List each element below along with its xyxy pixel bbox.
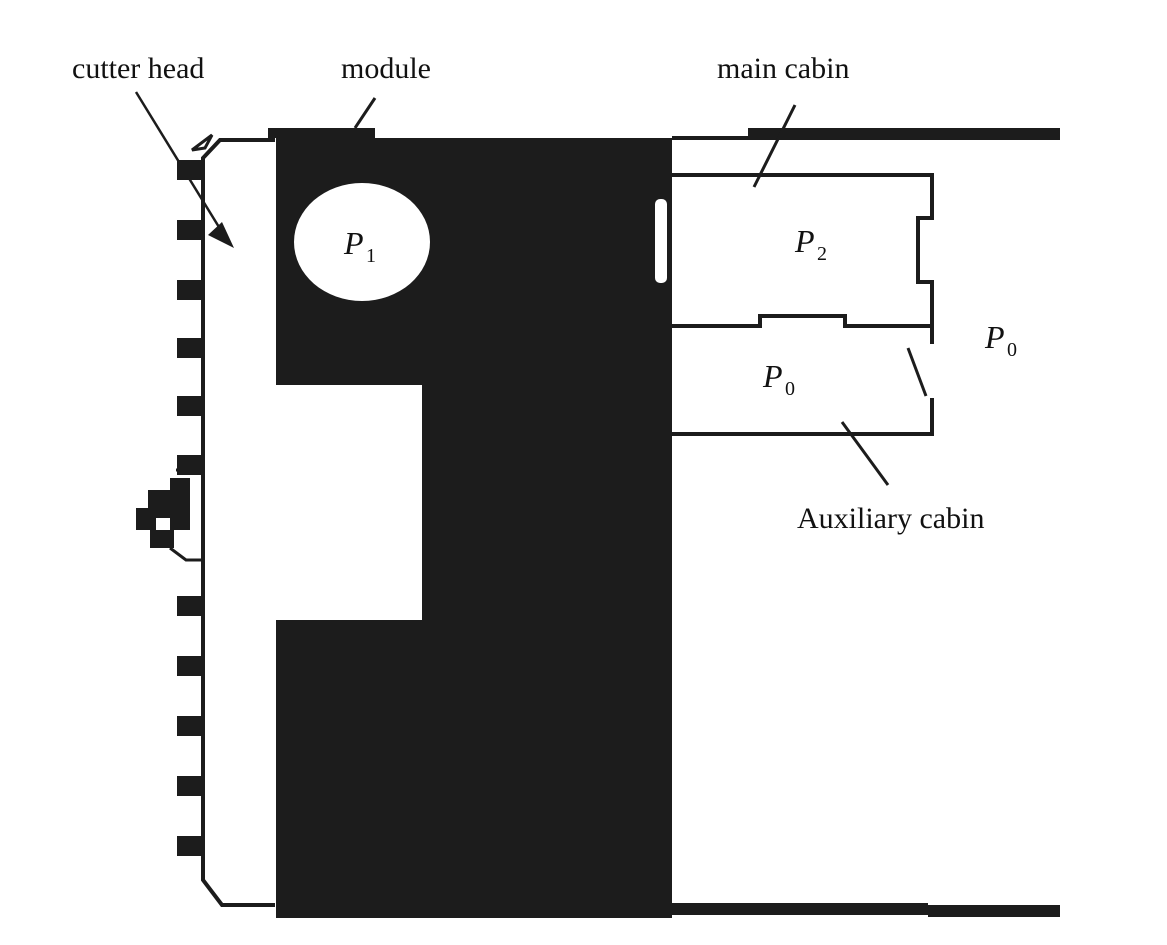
pressure-p2: P 2	[794, 223, 827, 265]
p0-aux-symbol: P	[762, 358, 783, 394]
label-main-cabin: main cabin	[717, 52, 849, 85]
bulkhead-door	[653, 197, 669, 285]
p0-out-subscript: 0	[1007, 339, 1017, 361]
pressure-p0-outside: P 0	[984, 319, 1017, 361]
center-cutter	[136, 454, 205, 562]
p1-subscript: 1	[366, 245, 376, 267]
auxiliary-cabin	[672, 347, 934, 436]
p1-chamber	[294, 183, 430, 301]
main-cabin-leader	[752, 104, 797, 188]
pressure-p1: P 1	[343, 225, 376, 267]
cutter-teeth	[177, 160, 203, 856]
cutter-head-arrowhead	[208, 222, 234, 248]
label-auxiliary-cabin: Auxiliary cabin	[797, 502, 984, 535]
p0-out-symbol: P	[984, 319, 1005, 355]
module-leader	[353, 97, 377, 129]
p2-symbol: P	[794, 223, 815, 259]
p1-symbol: P	[343, 225, 364, 261]
module-body	[268, 128, 672, 918]
auxiliary-cabin-leader	[840, 421, 890, 486]
label-cutter-head: cutter head	[72, 52, 204, 85]
p2-subscript: 2	[817, 243, 827, 265]
label-module: module	[341, 52, 431, 85]
main-cabin	[672, 173, 934, 344]
shield-shell	[672, 128, 1060, 917]
leader-lines	[134, 91, 890, 486]
p0-aux-subscript: 0	[785, 378, 795, 400]
cutter-head	[136, 133, 275, 907]
cutter-head-leader	[134, 91, 224, 233]
pressure-p0-auxiliary: P 0	[762, 358, 795, 400]
